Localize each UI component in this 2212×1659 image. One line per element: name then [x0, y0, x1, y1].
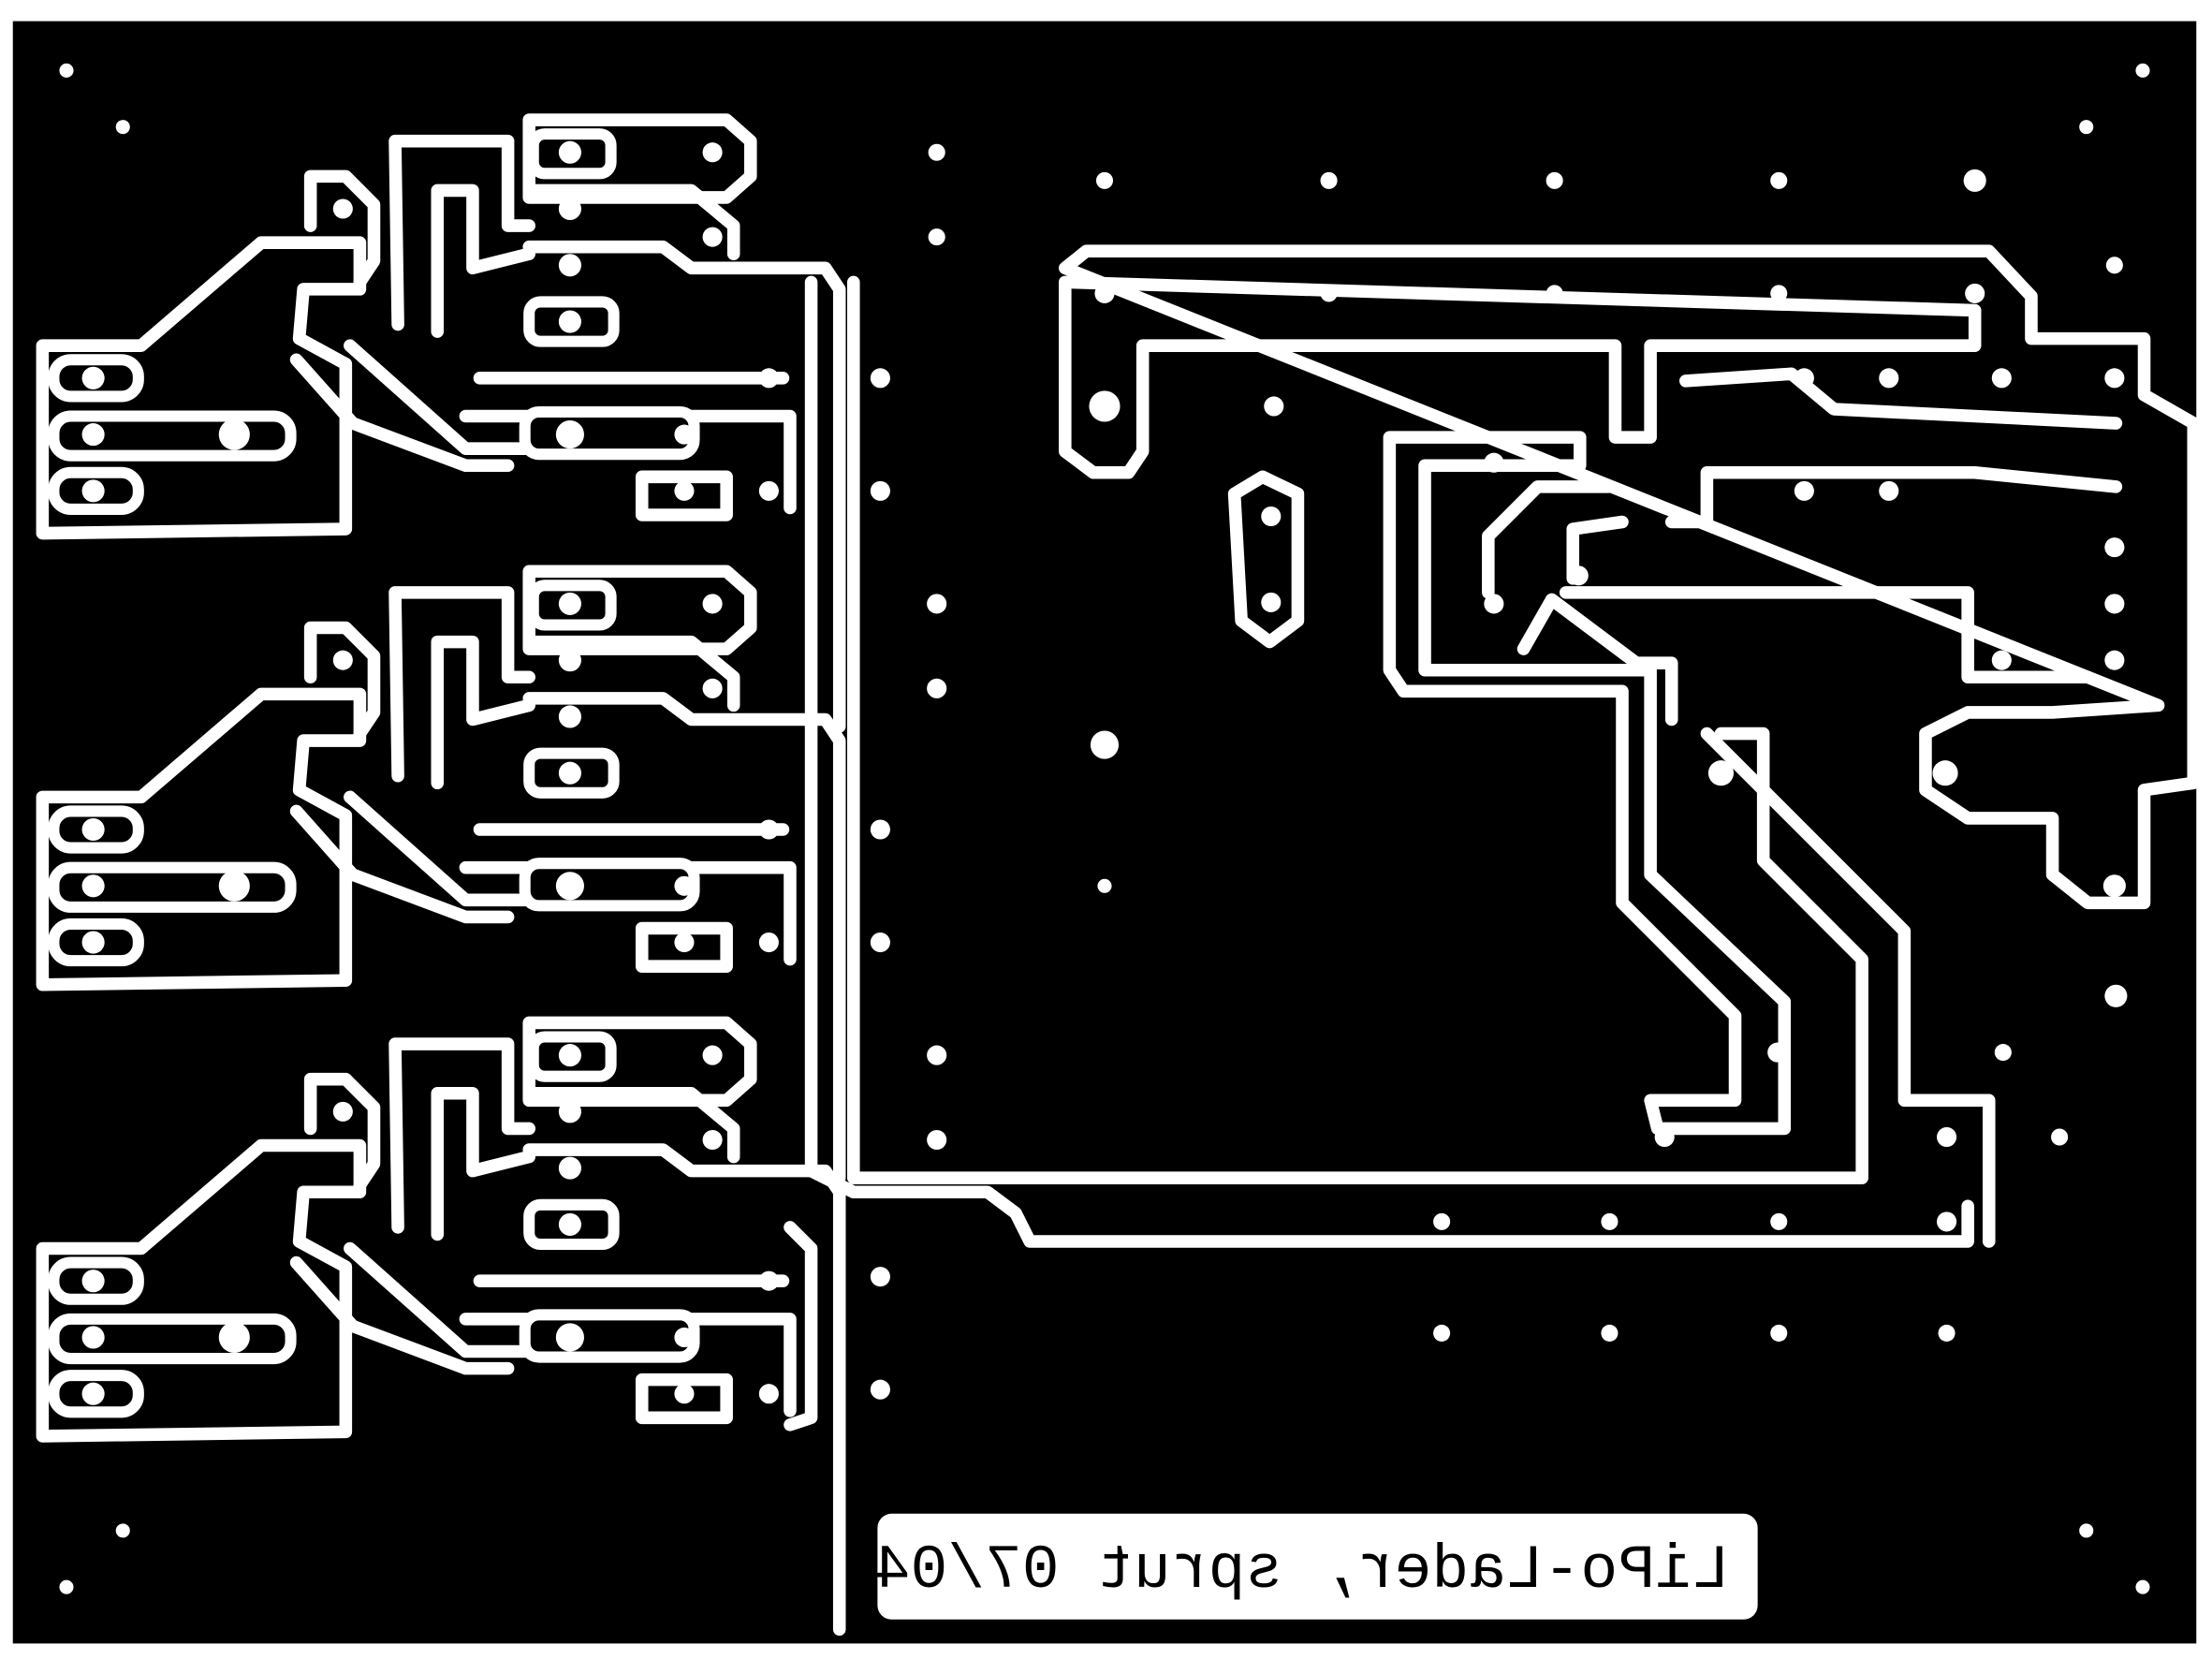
board-background — [9, 18, 2200, 1647]
bus-traces — [784, 275, 1974, 1431]
board-label-text: LiPo-Lader, sprut 07/04 — [873, 1535, 1730, 1606]
regulator-section — [1059, 169, 2201, 1248]
vias — [59, 63, 2150, 1594]
board-label: LiPo-Lader, sprut 07/04 — [873, 1513, 1758, 1620]
